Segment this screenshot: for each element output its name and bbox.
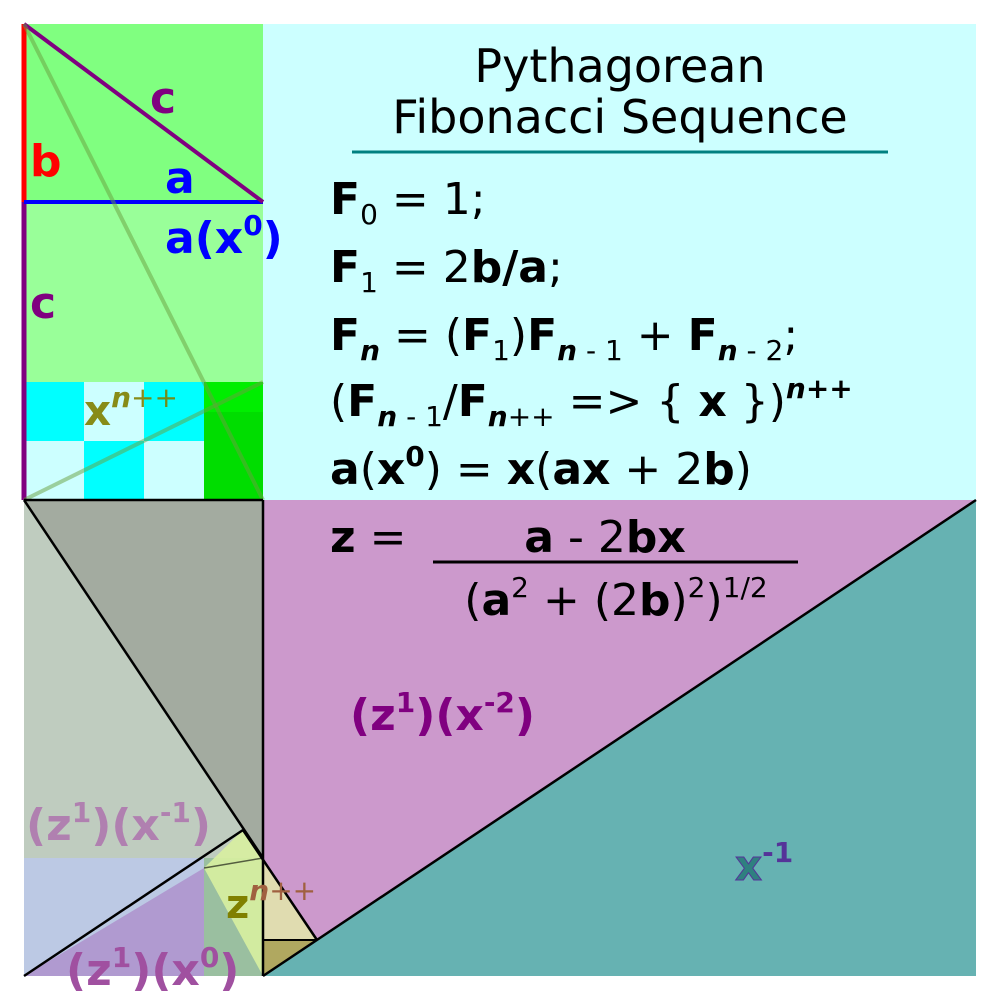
label-x-minus1: x-1	[735, 836, 793, 890]
label-c-top: c	[150, 73, 176, 124]
black-diagonal-lower	[23, 828, 244, 978]
equation-fn: Fn = (F1)Fn - 1 + Fn - 2;	[330, 310, 798, 367]
label-z1-x-minus1: (z1)(x-1)	[26, 796, 211, 851]
black-diagonal-upper	[22, 499, 265, 859]
equation-z-lhs: z =	[330, 512, 406, 563]
label-z1-x0: (z1)(x0)	[66, 941, 239, 996]
label-x-n-pp: xn++	[84, 381, 178, 435]
faint-diagonal-2	[23, 380, 264, 502]
black-spiral-link	[203, 857, 264, 869]
equation-z-denominator: (a2 + (2b)2)1/2	[464, 571, 767, 626]
c-hypotenuse-line	[22, 22, 265, 204]
equation-f0: F0 = 1;	[330, 174, 486, 231]
title-line-1: Pythagorean	[474, 39, 765, 93]
black-spiral-edge	[241, 829, 319, 941]
label-a: a	[165, 153, 195, 204]
green-mid-region	[24, 202, 263, 382]
label-b: b	[30, 136, 62, 187]
spiral-light-triangle	[204, 830, 263, 976]
black-diagonal-long	[262, 498, 977, 978]
equation-ax0: a(x0) = x(ax + 2b)	[330, 440, 752, 495]
label-z-n-pp: zn++	[226, 874, 316, 928]
equation-f1: F1 = 2b/a;	[330, 242, 563, 299]
faint-diagonal-1	[22, 23, 265, 501]
label-c-side: c	[30, 278, 56, 329]
equation-limit: (Fn - 1/Fn++ => { x })n++	[330, 372, 853, 433]
label-z1-x-minus2: (z1)(x-2)	[350, 686, 535, 741]
equation-z-numerator: a - 2bx	[524, 512, 685, 563]
label-a-x0: a(x0)	[165, 209, 283, 264]
purple-bottom-triangle	[24, 868, 204, 976]
title-line-2: Fibonacci Sequence	[392, 90, 847, 144]
